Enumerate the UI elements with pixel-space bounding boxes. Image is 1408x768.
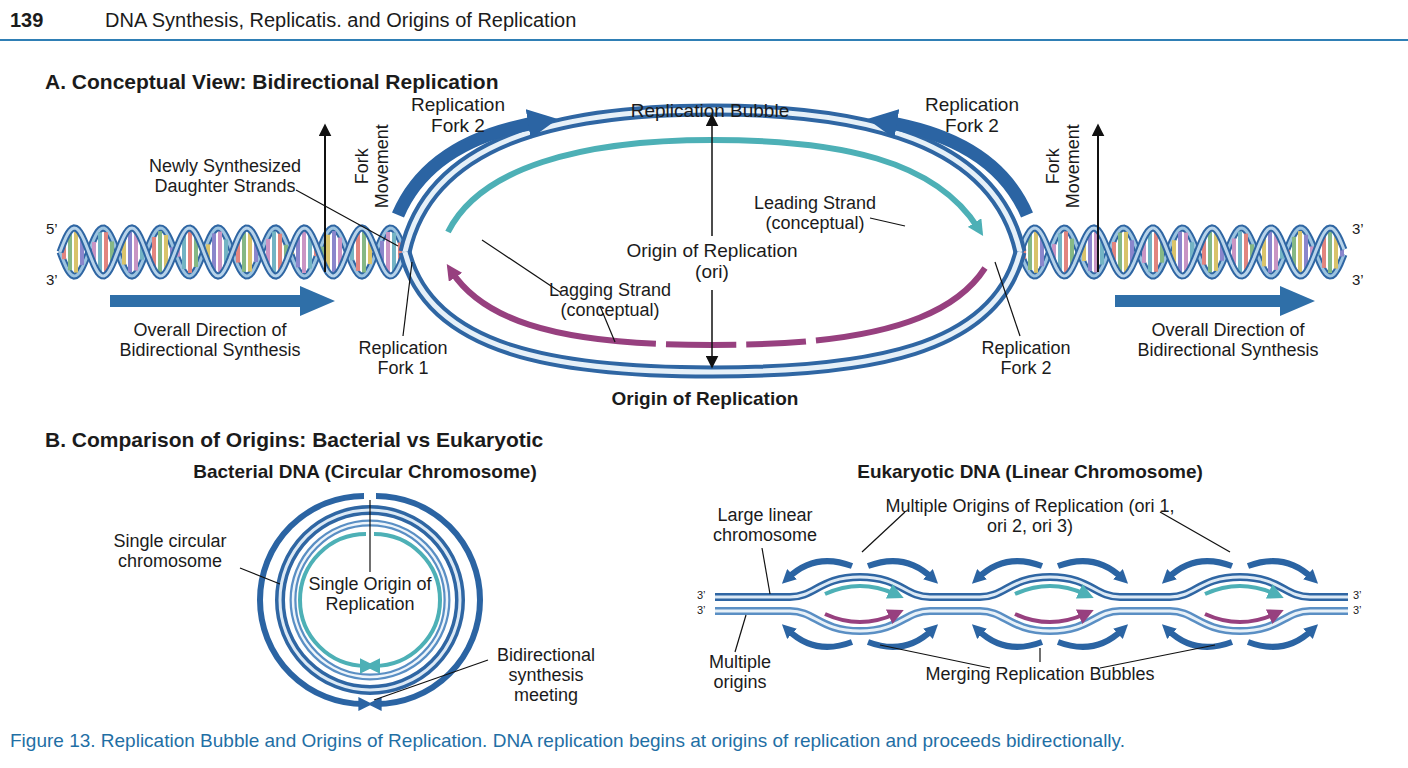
callout-label: Single Origin of Replication (300, 574, 440, 614)
callout-label: Overall Direction of Bidirectional Synth… (92, 320, 328, 360)
base-pair (1088, 233, 1092, 271)
base-pair (1064, 231, 1068, 272)
helix-strand-core (60, 228, 404, 276)
callout-label: Origin of Replication (ori) (617, 240, 807, 283)
base-pair (242, 232, 246, 272)
helix-strand (60, 228, 404, 276)
callout-label: Lagging Strand (conceptual) (530, 280, 690, 320)
leader-line (240, 568, 280, 584)
base-pair (1184, 233, 1188, 272)
callout-label: Fork Movement (352, 121, 392, 211)
helix-strand-core (60, 228, 404, 276)
leader-line (403, 262, 412, 336)
base-pair (218, 232, 222, 273)
replication-bubble (978, 561, 1122, 647)
callout-label: 5’ (46, 221, 76, 238)
callout-label: Newly Synthesized Daughter Strands (118, 156, 332, 196)
leader-line (862, 512, 905, 552)
callout-label: Overall Direction of Bidirectional Synth… (1110, 320, 1346, 360)
callout-label: Origin of Replication (590, 388, 820, 409)
base-pair (1298, 231, 1302, 273)
leader-line (374, 660, 488, 700)
helix-strand (1020, 228, 1344, 276)
base-pair (272, 231, 276, 272)
leader-line (735, 615, 746, 652)
leader-line (870, 218, 905, 226)
base-pair (1268, 231, 1272, 273)
callout-label: 3’ (1352, 272, 1382, 289)
leader-line (1160, 512, 1230, 552)
base-pair (1124, 232, 1128, 272)
base-pair (386, 232, 390, 272)
callout-label: 3’ (46, 272, 76, 289)
helix-strand (60, 228, 404, 276)
callout-label: Replication Fork 1 (343, 338, 463, 378)
helix-strand-core (1020, 228, 1344, 276)
base-pair (158, 231, 162, 273)
base-pair (98, 232, 102, 271)
figure-caption: Figure 13. Replication Bubble and Origin… (10, 730, 1405, 751)
callout-label: Merging Replication Bubbles (910, 664, 1170, 684)
replication-bubble (788, 561, 932, 647)
direction-arrow (110, 286, 335, 316)
base-pair (188, 231, 192, 273)
origin-marker (711, 116, 713, 236)
base-pair (1208, 232, 1212, 273)
leader-line (369, 500, 370, 572)
replication-bubble (1168, 561, 1312, 647)
base-pair (74, 231, 78, 272)
callout-label: Fork Movement (1043, 121, 1083, 211)
callout-label: 139 (10, 9, 70, 31)
callout-label: 3’ (1353, 589, 1373, 601)
callout-label: Replication Fork 2 (912, 94, 1032, 137)
page-header: DNA Synthesis, Replicatis. and Origins o… (105, 9, 1005, 31)
base-pair (1238, 231, 1242, 272)
direction-arrow (1115, 286, 1315, 316)
leader-line (762, 548, 770, 594)
leader-line (482, 240, 560, 292)
callout-label: Leading Strand (conceptual) (735, 193, 895, 233)
base-pair (128, 232, 132, 273)
callout-label: Large linear chromosome (700, 505, 830, 545)
callout-label: Multiple Origins of Replication (ori 1, … (880, 496, 1180, 536)
callout-label: 3’ (697, 589, 717, 601)
callout-label: Replication Fork 2 (398, 94, 518, 137)
base-pair (302, 231, 306, 273)
base-pair (1148, 232, 1152, 272)
header-rule (0, 39, 1408, 41)
callout-label: Single circular chromosome (92, 531, 248, 571)
base-pair (1214, 233, 1218, 271)
base-pair (1034, 231, 1038, 273)
callout-label: A. Conceptual View: Bidirectional Replic… (45, 70, 665, 94)
callout-label: 3’ (1352, 221, 1382, 238)
callout-label: Replication Fork 2 (966, 338, 1086, 378)
callout-label: Replication Bubble (610, 100, 810, 121)
base-pair (1328, 231, 1332, 273)
callout-label: 3’ (1353, 604, 1373, 616)
helix-strand (1020, 228, 1344, 276)
leader-line (1039, 648, 1040, 662)
base-pair (392, 233, 396, 272)
base-pair (332, 231, 336, 273)
callout-label: 3’ (697, 604, 717, 616)
fork-movement-arrow (1097, 126, 1099, 272)
callout-label: B. Comparison of Origins: Bacterial vs E… (45, 428, 745, 452)
base-pair (1118, 233, 1122, 272)
helix-strand-core (1020, 228, 1344, 276)
fork-movement-arrow (324, 126, 326, 272)
callout-label: Multiple origins (685, 652, 795, 692)
base-pair (362, 232, 366, 273)
leader-line (995, 262, 1020, 336)
callout-label: Eukaryotic DNA (Linear Chromosome) (835, 461, 1225, 482)
base-pair (1178, 232, 1182, 272)
callout-label: Bidirectional synthesis meeting (480, 645, 612, 705)
base-pair (1154, 232, 1158, 272)
base-pair (104, 232, 108, 272)
origin-marker (711, 290, 713, 366)
callout-label: Bacterial DNA (Circular Chromosome) (175, 461, 555, 482)
leading-strand (448, 140, 978, 232)
base-pair (248, 232, 252, 271)
